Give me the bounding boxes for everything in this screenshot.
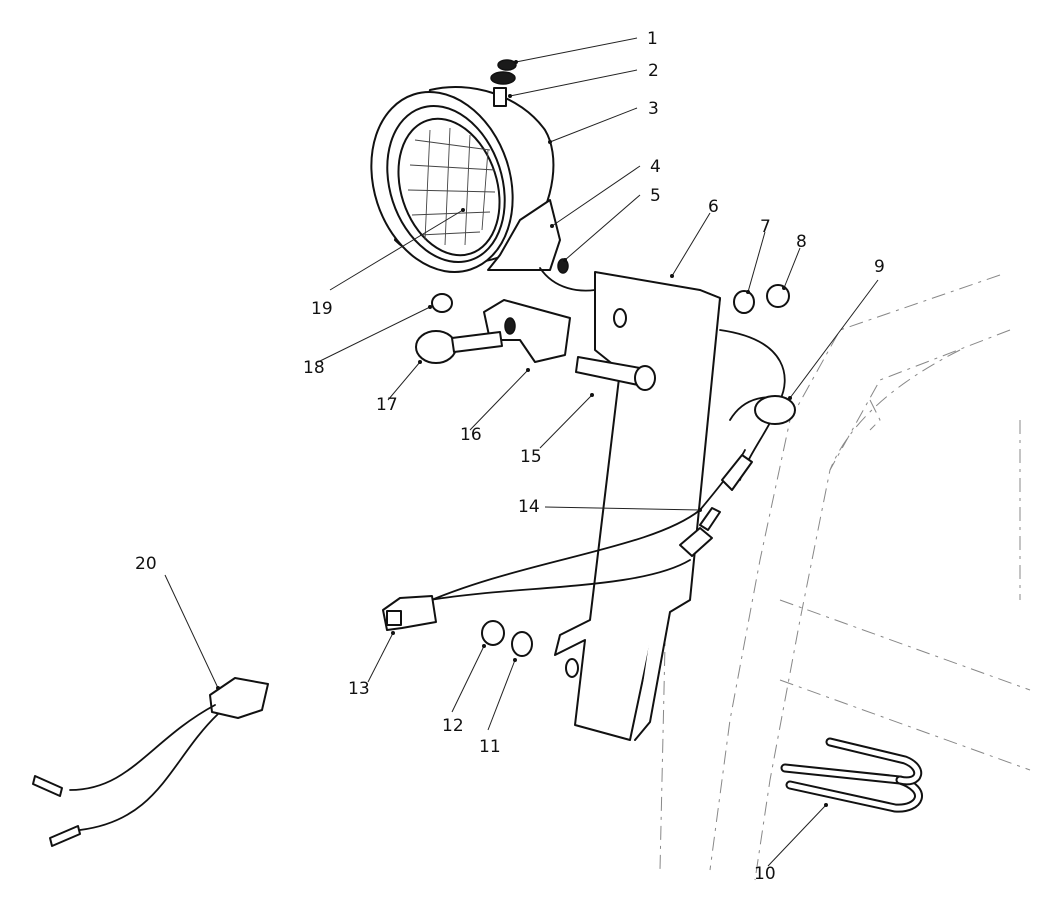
- nut-icon: [481, 620, 505, 646]
- harness-connector-icon: [32, 677, 269, 847]
- callout-19: 19: [311, 299, 333, 319]
- rubber-cap-icon: [497, 59, 517, 71]
- lock-washer-icon: [504, 317, 516, 335]
- cable-tie-icon: [754, 395, 796, 425]
- callout-labels: 1 2 3 4 5 6 7 8 9 10 11 12 13 14 15 16 1…: [135, 29, 885, 884]
- callout-2: 2: [648, 61, 659, 81]
- callout-15: 15: [520, 447, 542, 467]
- mounting-post-icon: [554, 271, 721, 741]
- callout-7: 7: [760, 217, 771, 237]
- lens-icon: [407, 127, 496, 246]
- callout-8: 8: [796, 232, 807, 252]
- callout-17: 17: [376, 395, 398, 415]
- u-bolt-icon: [780, 737, 923, 813]
- callout-1: 1: [647, 29, 658, 49]
- carriage-bolt-icon: [415, 330, 503, 364]
- leader-dots: [216, 60, 828, 807]
- callout-14: 14: [518, 497, 540, 517]
- callout-11: 11: [479, 737, 501, 757]
- lamp-bracket-icon: [487, 199, 561, 271]
- flat-washer-icon: [733, 290, 755, 314]
- grommet-icon: [490, 71, 516, 85]
- lamp-housing-icon: [370, 86, 555, 273]
- flat-washer-icon: [511, 631, 533, 657]
- lock-washer-icon: [557, 258, 569, 274]
- callout-3: 3: [648, 99, 659, 119]
- nut-icon: [766, 284, 790, 308]
- callout-9: 9: [874, 257, 885, 277]
- callout-16: 16: [460, 425, 482, 445]
- callout-18: 18: [303, 358, 325, 378]
- callout-20: 20: [135, 554, 157, 574]
- callout-5: 5: [650, 186, 661, 206]
- machine-outline: [659, 274, 1031, 881]
- leader-lines: [164, 37, 879, 867]
- nut-icon: [431, 293, 453, 313]
- bolt-icon: [575, 356, 656, 391]
- stud-icon: [493, 87, 507, 107]
- callout-4: 4: [650, 157, 661, 177]
- swivel-bracket-icon: [483, 299, 571, 363]
- callout-6: 6: [708, 197, 719, 217]
- callout-13: 13: [348, 679, 370, 699]
- callout-10: 10: [754, 864, 776, 884]
- connector-icon: [382, 595, 437, 631]
- callout-12: 12: [442, 716, 464, 736]
- bulb-socket-icon: [679, 454, 753, 557]
